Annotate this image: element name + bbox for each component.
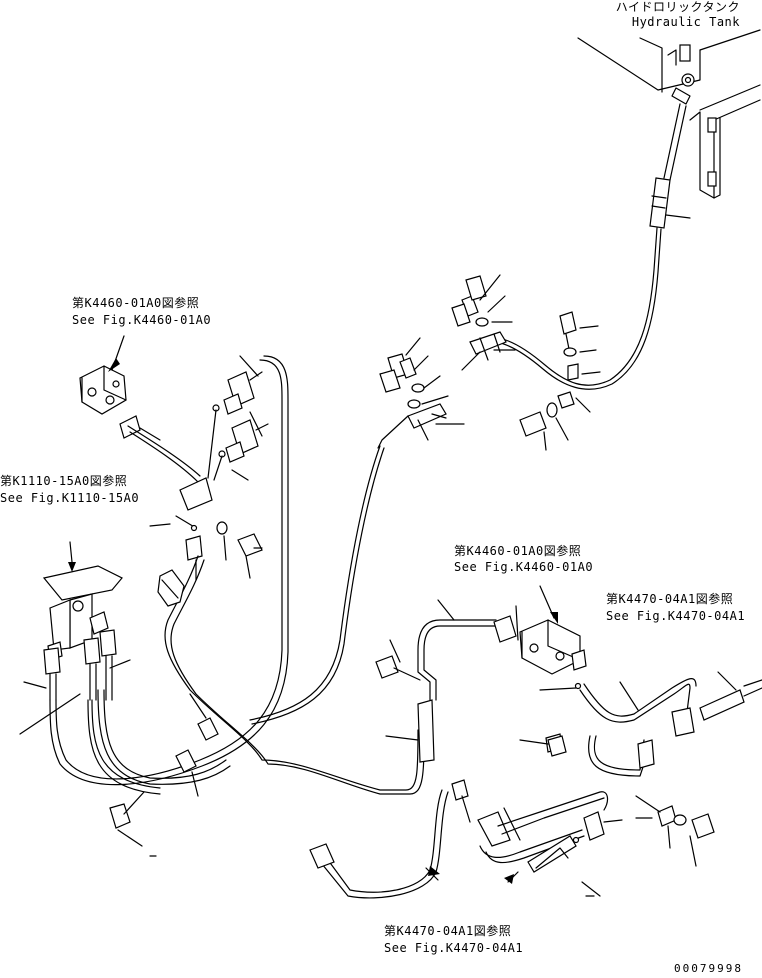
clamp-icon [547,735,567,757]
hose-loop-left [49,355,425,795]
control-valve-mid [515,585,587,691]
control-valve-icon [79,335,201,483]
clamp-bolt-group-right [519,311,601,451]
hose-icon [309,779,623,899]
clamp-bolt-group-upper [451,274,516,371]
clamp-bolt-group-mid [377,337,465,449]
ref-label-2-jp: 第K1110-15A0図参照 [0,474,128,488]
tank-label-jp: ハイドロリックタンク [615,0,740,14]
ref-label-1-en: See Fig.K4460-01A0 [72,313,212,327]
lower-left-fittings [109,693,219,857]
tank-hose [495,103,691,390]
bolt-icon [635,795,715,867]
ref-label-4-en: See Fig.K4470-04A1 [606,609,746,623]
long-return-line [249,445,385,725]
drawing-number: 00079998 [674,962,743,975]
tank-label-en: Hydraulic Tank [631,15,740,29]
bracket-fittings-left [149,355,269,581]
hydraulic-tank-icon [577,29,761,199]
hose-sleeve-left [157,569,185,607]
pedal-valve-icon [19,541,131,735]
ref-label-5-en: See Fig.K4470-04A1 [384,941,524,955]
ref-label-1-jp: 第K4460-01A0図参照 [72,296,200,310]
ref-label-5-jp: 第K4470-04A1図参照 [384,924,512,938]
ref-label-3-en: See Fig.K4460-01A0 [454,560,594,574]
ref-label-4-jp: 第K4470-04A1図参照 [606,592,734,606]
ref-label-3-jp: 第K4460-01A0図参照 [454,544,582,558]
ref-label-2-en: See Fig.K1110-15A0 [0,491,140,505]
